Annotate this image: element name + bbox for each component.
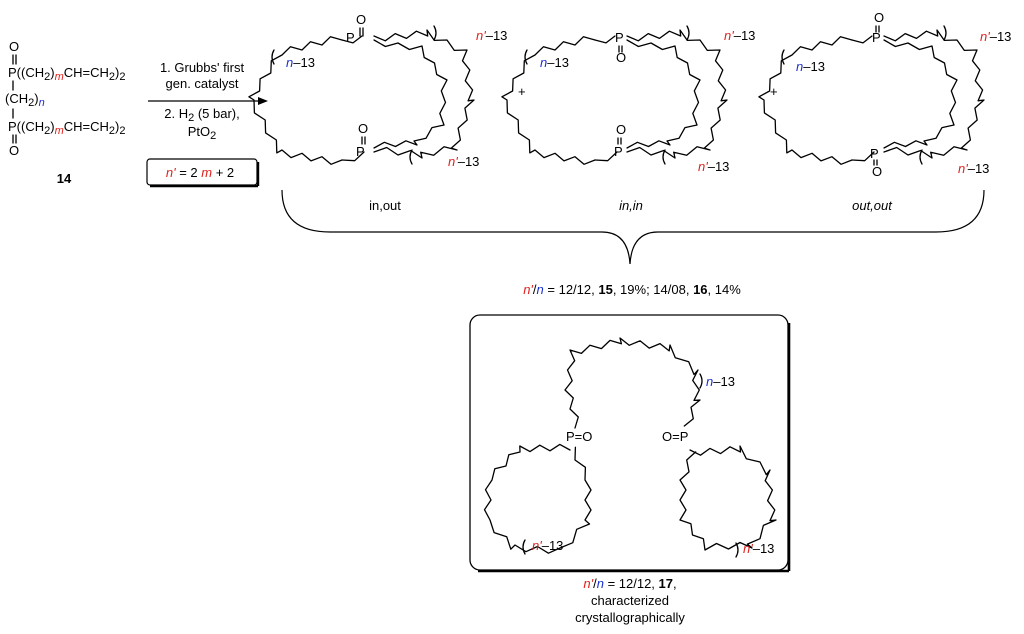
caption-line2: characterized bbox=[591, 593, 669, 608]
arrow-head-icon bbox=[258, 97, 268, 105]
ring-b-bottom-o: O bbox=[616, 122, 626, 137]
step2-line2: PtO2 bbox=[188, 124, 217, 142]
paren-bracket bbox=[686, 25, 690, 41]
ring-a-bottom-p: P bbox=[356, 144, 365, 159]
inner-right-chain bbox=[626, 39, 701, 149]
formula-text: n' = 2 m + 2 bbox=[166, 165, 234, 180]
reactant-top-oxygen: O bbox=[9, 39, 19, 54]
compound-17-chains bbox=[483, 337, 777, 558]
paren-bracket bbox=[735, 542, 739, 558]
left-phosphine-oxide: P=O bbox=[566, 429, 592, 444]
ring-a-top-p: P bbox=[346, 30, 355, 45]
left-ring-chain bbox=[483, 443, 592, 554]
outer-right-chain bbox=[373, 29, 475, 159]
p-link-chain bbox=[851, 151, 875, 162]
paren-bracket bbox=[781, 49, 785, 65]
ring-c-bottom-o: O bbox=[872, 164, 882, 179]
p-link-chain bbox=[594, 151, 618, 162]
paren-bracket bbox=[433, 25, 437, 41]
ring-c-nprime-top: n'–13 bbox=[980, 29, 1011, 44]
paren-bracket bbox=[524, 49, 528, 65]
inner-right-chain bbox=[883, 39, 958, 149]
outer-left-chain bbox=[248, 36, 343, 165]
ring-c-n-label: n–13 bbox=[796, 59, 825, 74]
ring-c-top-p: P bbox=[872, 30, 881, 45]
reactant-14: O P((CH2)mCH=CH2)2 (CH2)n P((CH2)mCH=CH2… bbox=[5, 39, 126, 186]
compound-17-box: P=O O=P n'–13 n'–13 n–13 bbox=[469, 314, 791, 573]
compound-label-14: 14 bbox=[57, 171, 72, 186]
macrocycle-in-in bbox=[501, 25, 728, 165]
bridging-chain bbox=[564, 337, 701, 429]
outer-right-chain bbox=[883, 29, 985, 159]
paren-bracket bbox=[699, 373, 703, 389]
macrocycle-in-out bbox=[248, 25, 475, 165]
step2-line1: 2. H2 (5 bar), bbox=[164, 106, 239, 124]
macrocycle-structures bbox=[248, 25, 985, 166]
ring-a-n-label: n–13 bbox=[286, 55, 315, 70]
ring-b-nprime-bottom: n'–13 bbox=[698, 159, 729, 174]
reactant-bottom-chain: P((CH2)mCH=CH2)2 bbox=[8, 119, 126, 137]
p-link-chain bbox=[594, 35, 616, 44]
step1-line1: 1. Grubbs' first bbox=[160, 60, 245, 75]
isomer-label-out-out: out,out bbox=[852, 198, 893, 213]
plus-sign-1: + bbox=[518, 84, 526, 99]
reactant-bottom-oxygen: O bbox=[9, 143, 19, 158]
box-right-ring-label: n'–13 bbox=[743, 541, 774, 556]
paren-bracket bbox=[919, 149, 923, 165]
inner-right-chain bbox=[373, 39, 448, 149]
paren-bracket bbox=[271, 49, 275, 65]
caption-line1: n'/n = 12/12, 17, bbox=[583, 576, 676, 591]
paren-bracket bbox=[409, 149, 413, 165]
yield-line: n'/n = 12/12, 15, 19%; 14/08, 16, 14% bbox=[523, 282, 741, 297]
ring-a-nprime-bottom: n'–13 bbox=[448, 154, 479, 169]
ring-b-nprime-top: n'–13 bbox=[724, 28, 755, 43]
paren-bracket bbox=[522, 539, 526, 555]
isomer-label-in-in: in,in bbox=[619, 198, 643, 213]
ring-labels: n–13 n'–13 n'–13 P O P O n–13 n'–13 n'–1… bbox=[286, 10, 1011, 179]
outer-right-chain bbox=[626, 29, 728, 159]
box-top-chain-label: n–13 bbox=[706, 374, 735, 389]
ring-b-top-o: O bbox=[616, 50, 626, 65]
ring-c-bottom-p: P bbox=[870, 146, 879, 161]
ring-c-nprime-bottom: n'–13 bbox=[958, 161, 989, 176]
ring-c-top-o: O bbox=[874, 10, 884, 25]
paren-bracket bbox=[662, 149, 666, 165]
ring-b-n-label: n–13 bbox=[540, 55, 569, 70]
plus-sign-2: + bbox=[770, 84, 778, 99]
step1-line2: gen. catalyst bbox=[166, 76, 239, 91]
paren-bracket bbox=[943, 25, 947, 41]
caption-line3: crystallographically bbox=[575, 610, 685, 625]
reaction-conditions: 1. Grubbs' first gen. catalyst 2. H2 (5 … bbox=[146, 60, 268, 188]
outer-left-chain bbox=[501, 36, 596, 165]
p-link-chain bbox=[341, 35, 363, 44]
compound-17-frame bbox=[469, 314, 789, 571]
ring-b-bottom-p: P bbox=[614, 144, 623, 159]
p-link-chain bbox=[851, 35, 873, 44]
right-phosphine-oxide: O=P bbox=[662, 429, 688, 444]
reactant-linker: (CH2)n bbox=[5, 91, 45, 109]
product-labels: + + in,out in,in out,out n'/n = 12/12, 1… bbox=[281, 84, 985, 297]
isomer-label-in-out: in,out bbox=[369, 198, 401, 213]
ring-a-bottom-o: O bbox=[358, 121, 368, 136]
compound-17-caption: n'/n = 12/12, 17, characterized crystall… bbox=[575, 576, 685, 625]
ring-a-nprime-top: n'–13 bbox=[476, 28, 507, 43]
macrocycle-out-out bbox=[758, 25, 985, 165]
ring-b-top-p: P bbox=[615, 30, 624, 45]
right-ring-chain bbox=[679, 445, 777, 551]
grouping-brace bbox=[281, 189, 985, 265]
ring-a-top-o: O bbox=[356, 12, 366, 27]
outer-left-chain bbox=[758, 36, 853, 165]
reactant-top-chain: P((CH2)mCH=CH2)2 bbox=[8, 65, 126, 83]
p-link-chain bbox=[341, 151, 365, 162]
box-left-ring-label: n'–13 bbox=[532, 538, 563, 553]
